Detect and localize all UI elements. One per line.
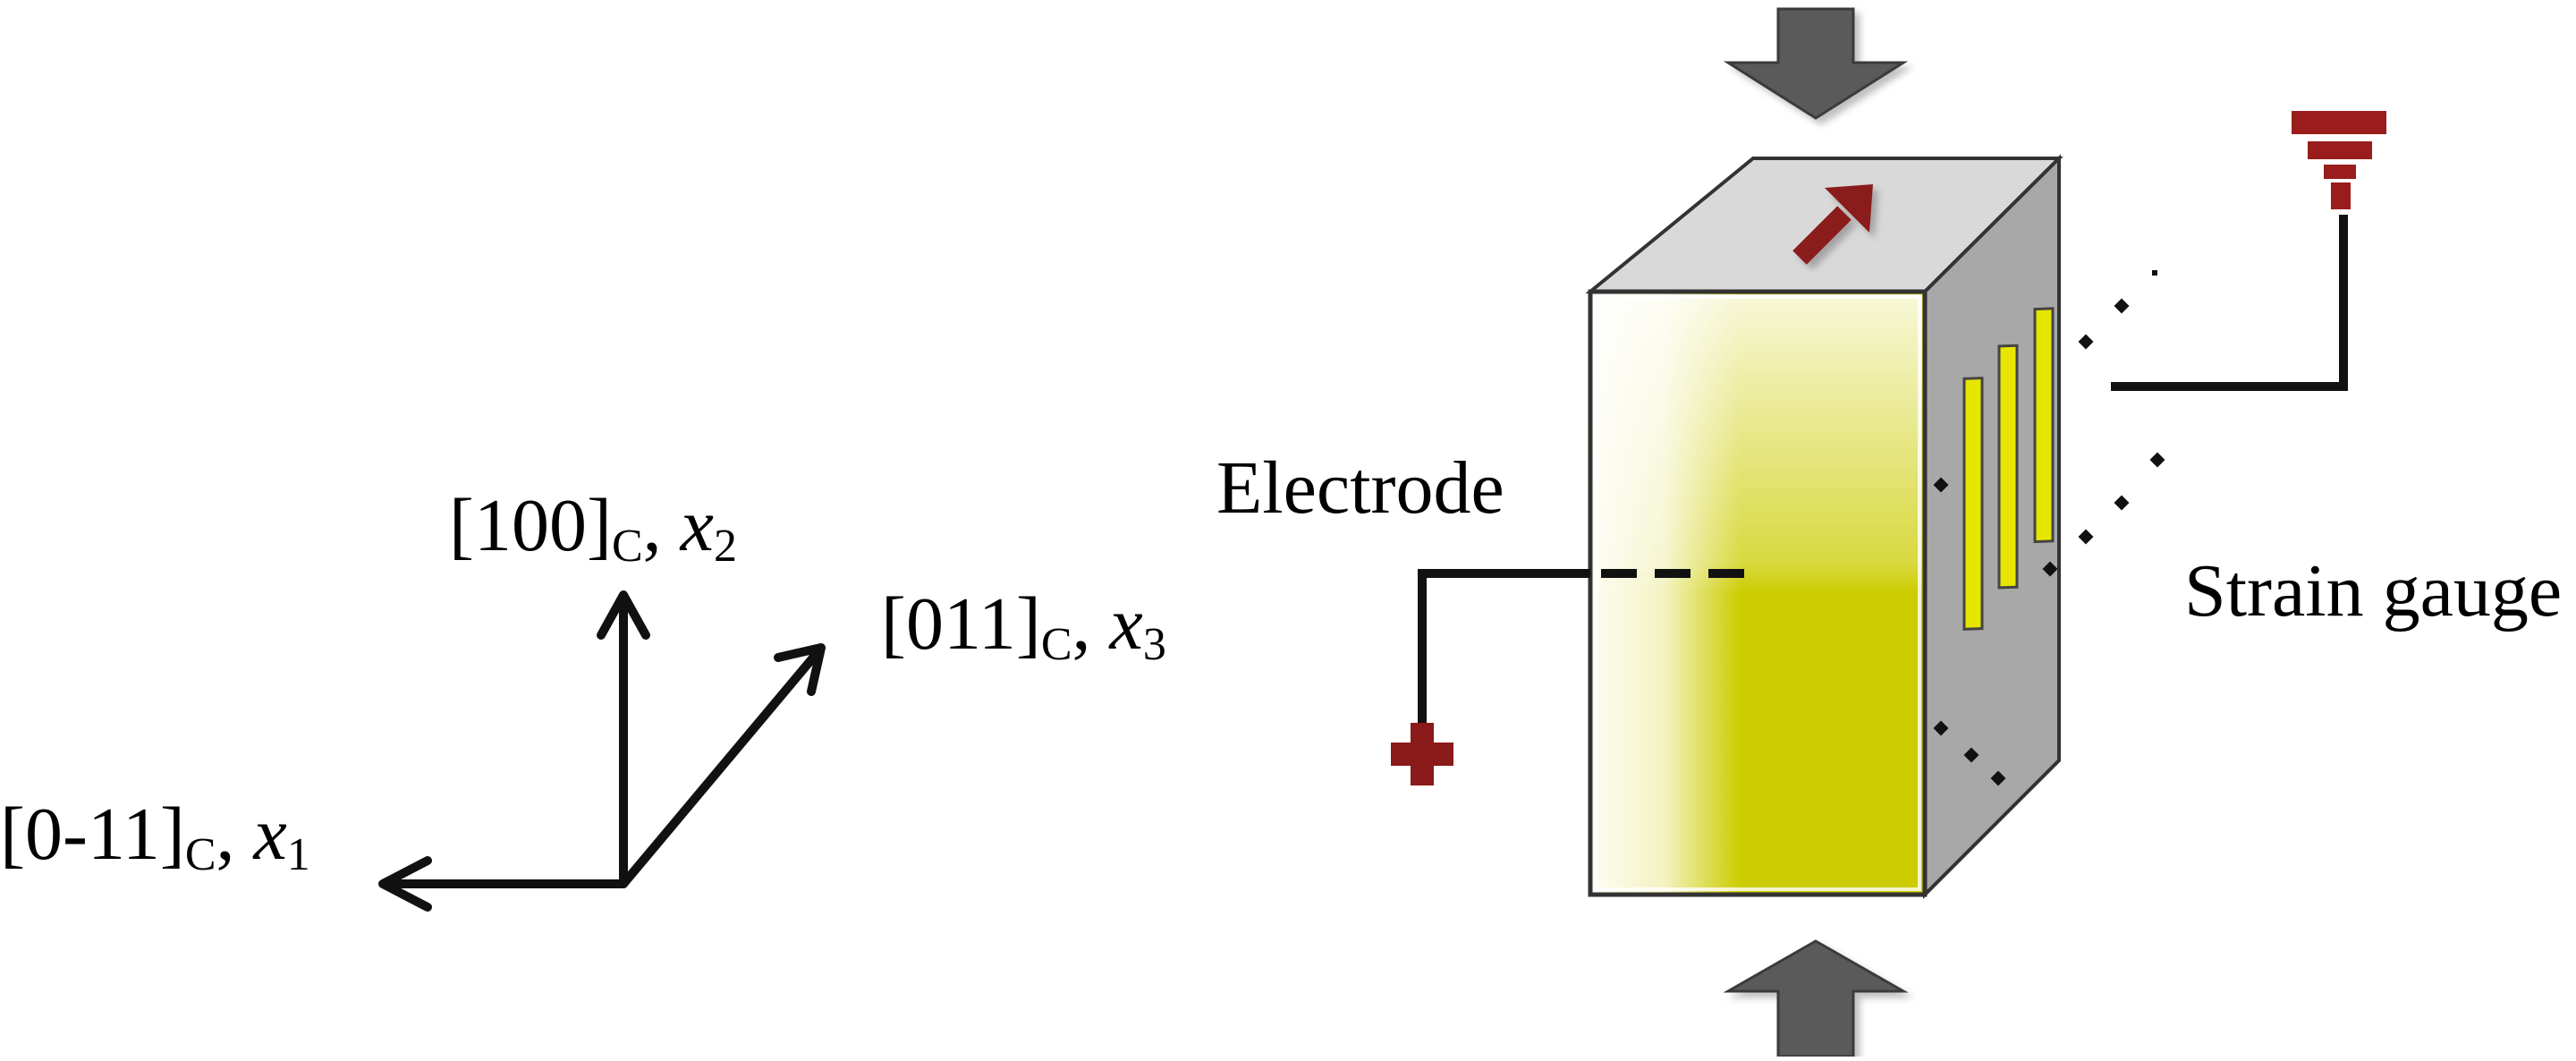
axis-x1-arrowhead xyxy=(378,856,432,912)
ground-icon xyxy=(2292,111,2386,209)
polarization-arrow xyxy=(1792,184,1873,265)
axis-x1-label: [0-11]C, x1 xyxy=(0,793,310,880)
positive-terminal-icon xyxy=(1391,723,1453,785)
ground-wire xyxy=(2111,215,2348,391)
strain-gauge-2 xyxy=(1997,344,2019,590)
strain-gauge-1 xyxy=(1962,377,1984,631)
axis-x3-arrowhead xyxy=(774,643,826,696)
gauge-lead-dots xyxy=(1933,270,2165,786)
axis-x3-label: [011]C, x3 xyxy=(881,582,1166,670)
crystal-sample xyxy=(1585,154,2063,899)
electrode-wire xyxy=(1418,569,1744,743)
axis-x3-line xyxy=(619,647,823,888)
bottom-load-arrow xyxy=(1723,939,1909,1058)
coordinate-axes xyxy=(378,590,826,912)
strain-gauges xyxy=(1962,307,2055,631)
axis-x2-label: [100]C, x2 xyxy=(449,484,737,572)
crystal-front-highlight xyxy=(1593,294,1922,892)
top-load-arrow xyxy=(1723,7,1909,120)
electrode-label: Electrode xyxy=(1216,446,1504,530)
crystal-front-border xyxy=(1594,295,1921,891)
strain-gauge-3 xyxy=(2033,307,2055,544)
strain-gauge-label: Strain gauge xyxy=(2184,549,2562,632)
axis-x2-arrowhead xyxy=(597,590,650,640)
